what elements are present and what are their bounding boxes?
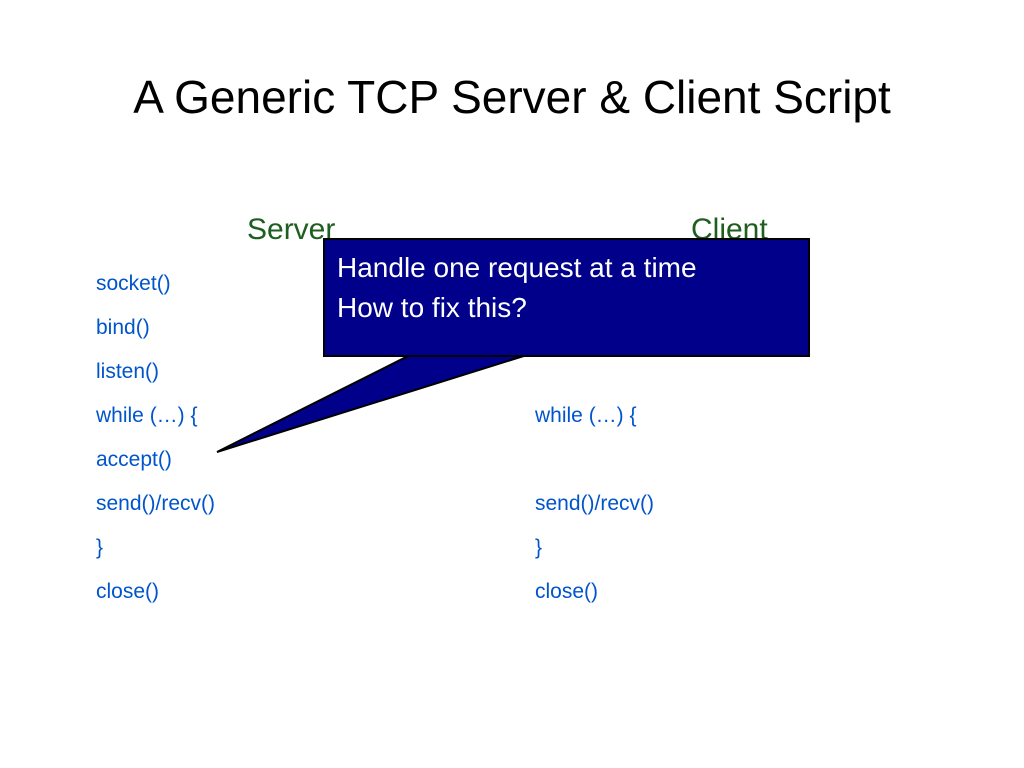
server-code-line: bind(): [96, 316, 150, 339]
server-column-heading: Server: [247, 213, 336, 246]
slide-title: A Generic TCP Server & Client Script: [133, 71, 891, 123]
client-code-line: close(): [535, 580, 599, 603]
server-code-line: socket(): [96, 272, 171, 295]
server-code-line: }: [96, 536, 104, 559]
callout-text-line: How to fix this?: [337, 292, 527, 323]
callout-pointer-shape: [216, 354, 528, 453]
client-code-line: send()/recv(): [535, 492, 655, 515]
server-code-line: while (…) {: [96, 404, 198, 427]
server-code-line: close(): [96, 580, 160, 603]
callout-box: Handle one request at a time How to fix …: [323, 238, 810, 357]
client-code-line: while (…) {: [535, 404, 637, 427]
client-code-line: }: [535, 536, 543, 559]
callout-text-line: Handle one request at a time: [337, 252, 697, 283]
server-code-line: listen(): [96, 360, 160, 383]
server-code-line: send()/recv(): [96, 492, 216, 515]
server-code-line: accept(): [96, 448, 172, 471]
